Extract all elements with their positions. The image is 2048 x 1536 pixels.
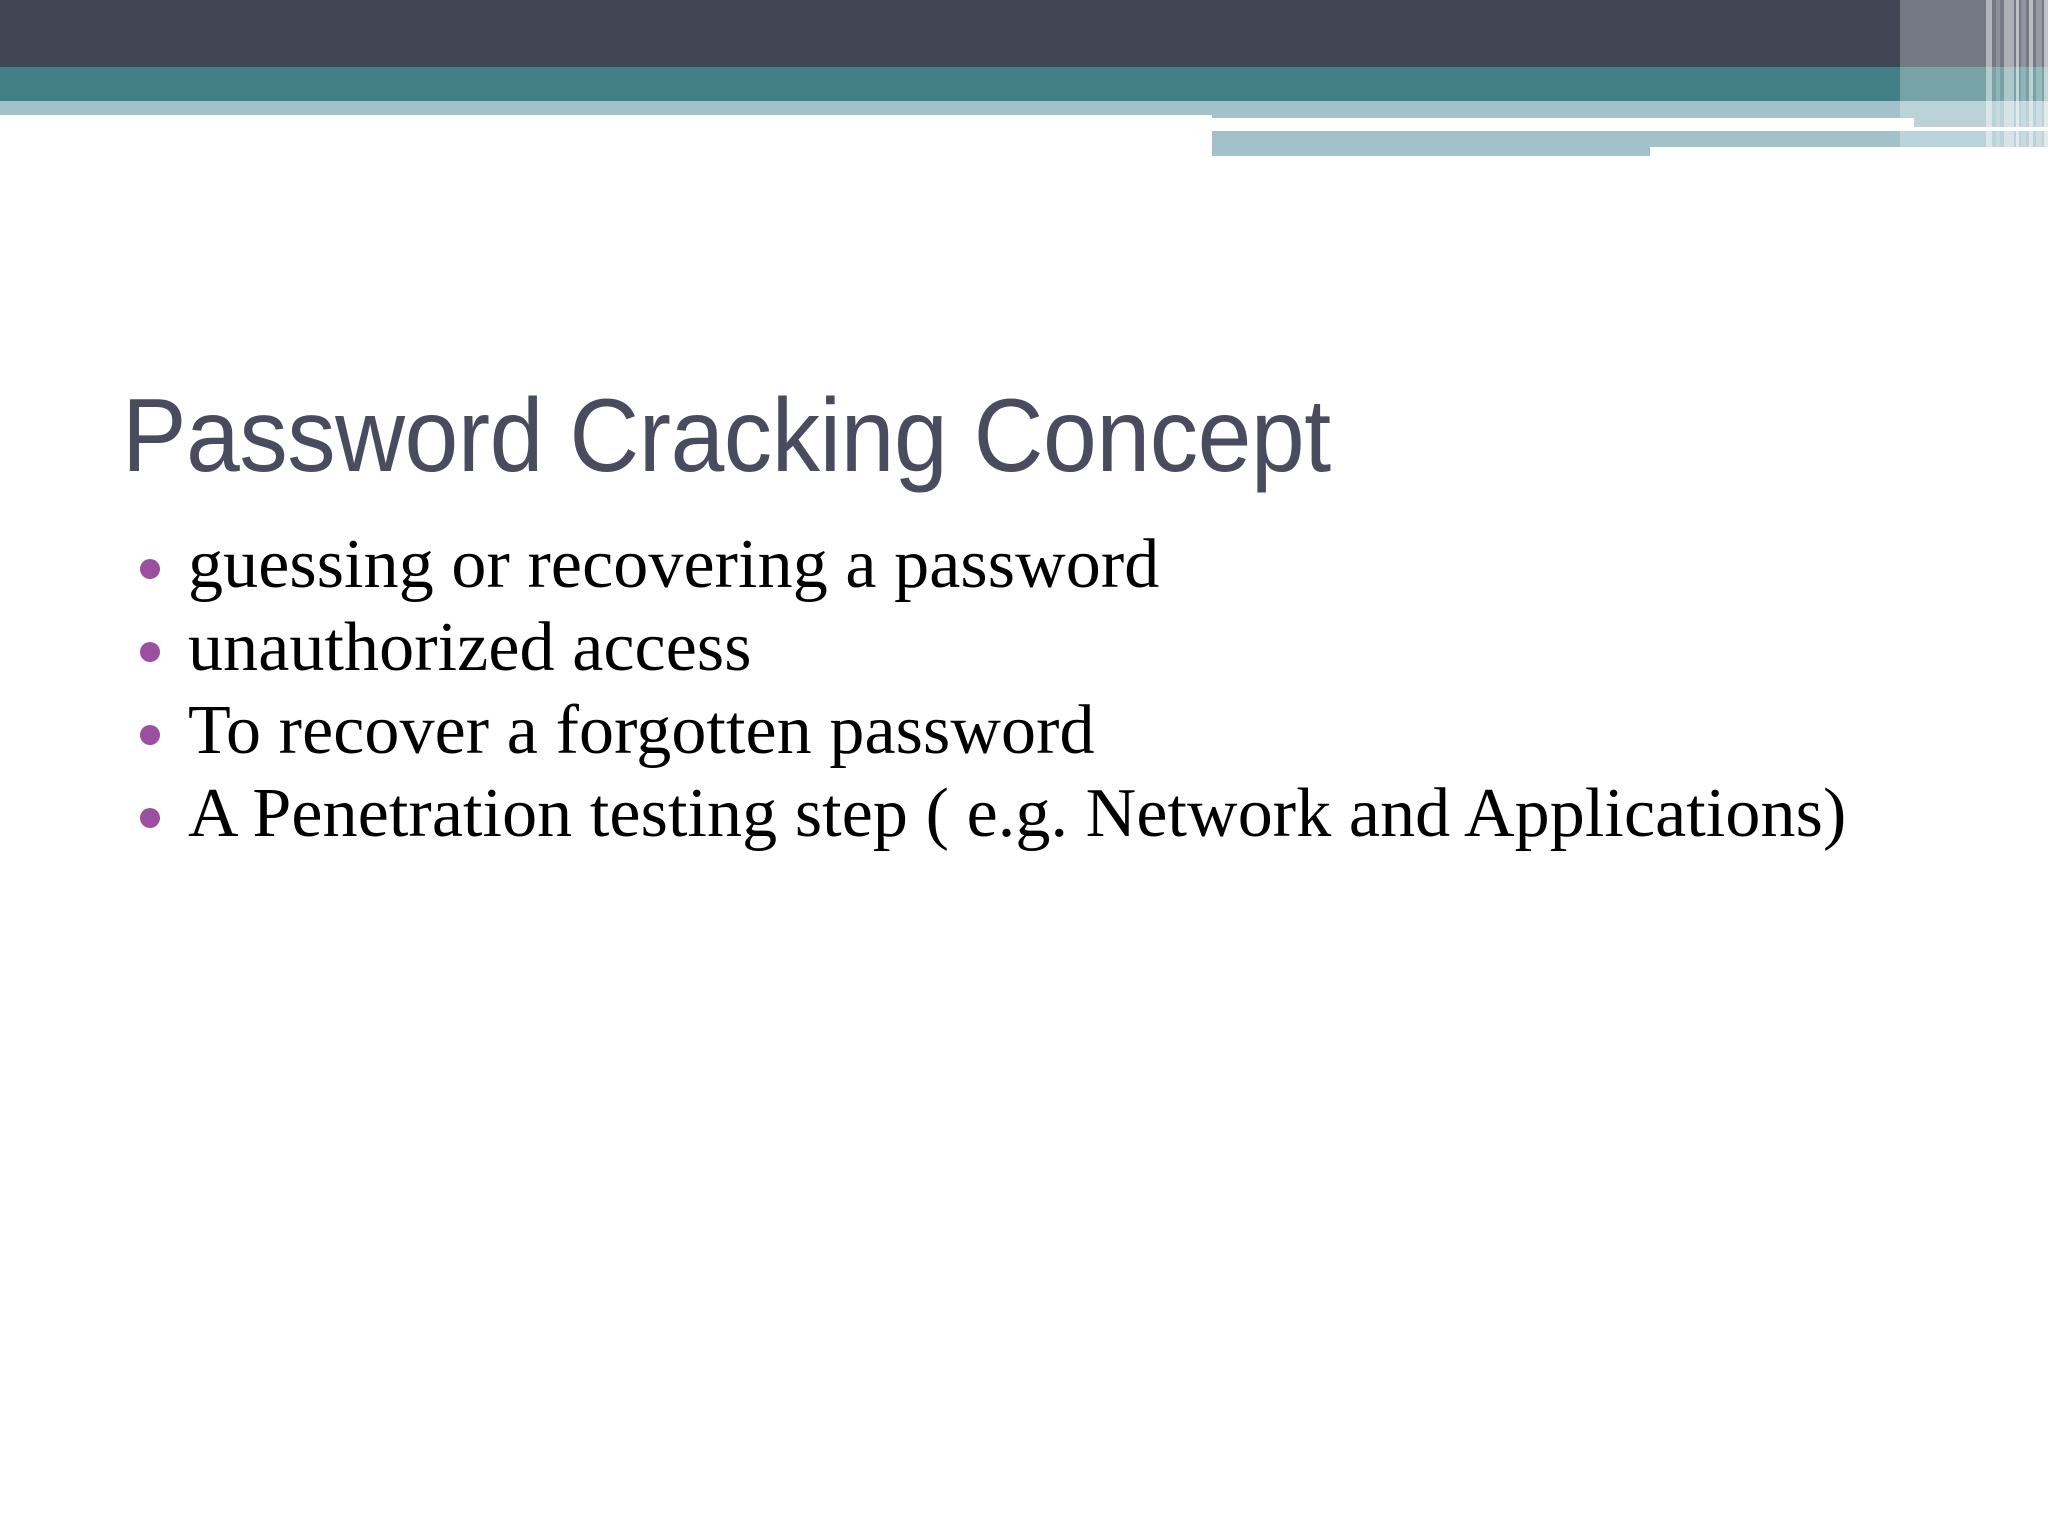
accent-vstripe-2 <box>1996 0 2000 160</box>
white-slot-divider <box>1212 118 1914 127</box>
pale-band-left <box>0 101 1212 115</box>
right-edge-wash <box>1900 0 2048 160</box>
bullet-dot-icon <box>140 808 160 829</box>
bullet-text: guessing or recovering a password <box>188 526 1160 603</box>
list-item: To recover a forgotten password <box>140 691 1860 770</box>
dark-slate-band <box>0 0 2048 67</box>
bullet-dot-icon <box>140 559 160 579</box>
accent-vstripe-4 <box>2016 0 2019 160</box>
bullet-text: unauthorized access <box>188 609 752 687</box>
list-item: A Penetration testing step ( e.g. Networ… <box>140 774 1860 853</box>
slide-title: Password Cracking Concept <box>122 377 1331 494</box>
header-banner <box>0 0 2048 160</box>
bullet-text: To recover a forgotten password <box>188 692 1095 770</box>
accent-vstripe-1 <box>1986 0 1992 160</box>
list-item: guessing or recovering a password <box>140 525 1860 604</box>
bullet-dot-icon <box>140 642 160 663</box>
bullet-dot-icon <box>140 725 160 746</box>
accent-vstripe-8 <box>2044 0 2048 160</box>
bullet-text: A Penetration testing step ( e.g. Networ… <box>188 775 1847 853</box>
accent-vstripe-5 <box>2021 0 2026 160</box>
accent-vstripe-6 <box>2029 0 2033 160</box>
accent-vstripe-7 <box>2036 0 2042 160</box>
teal-band-right-extension <box>1212 67 2048 101</box>
accent-vstripe-3 <box>2004 0 2014 160</box>
white-notch-cut <box>1650 147 2048 160</box>
list-item: unauthorized access <box>140 608 1860 687</box>
bullet-list: guessing or recovering a password unauth… <box>140 525 1860 857</box>
